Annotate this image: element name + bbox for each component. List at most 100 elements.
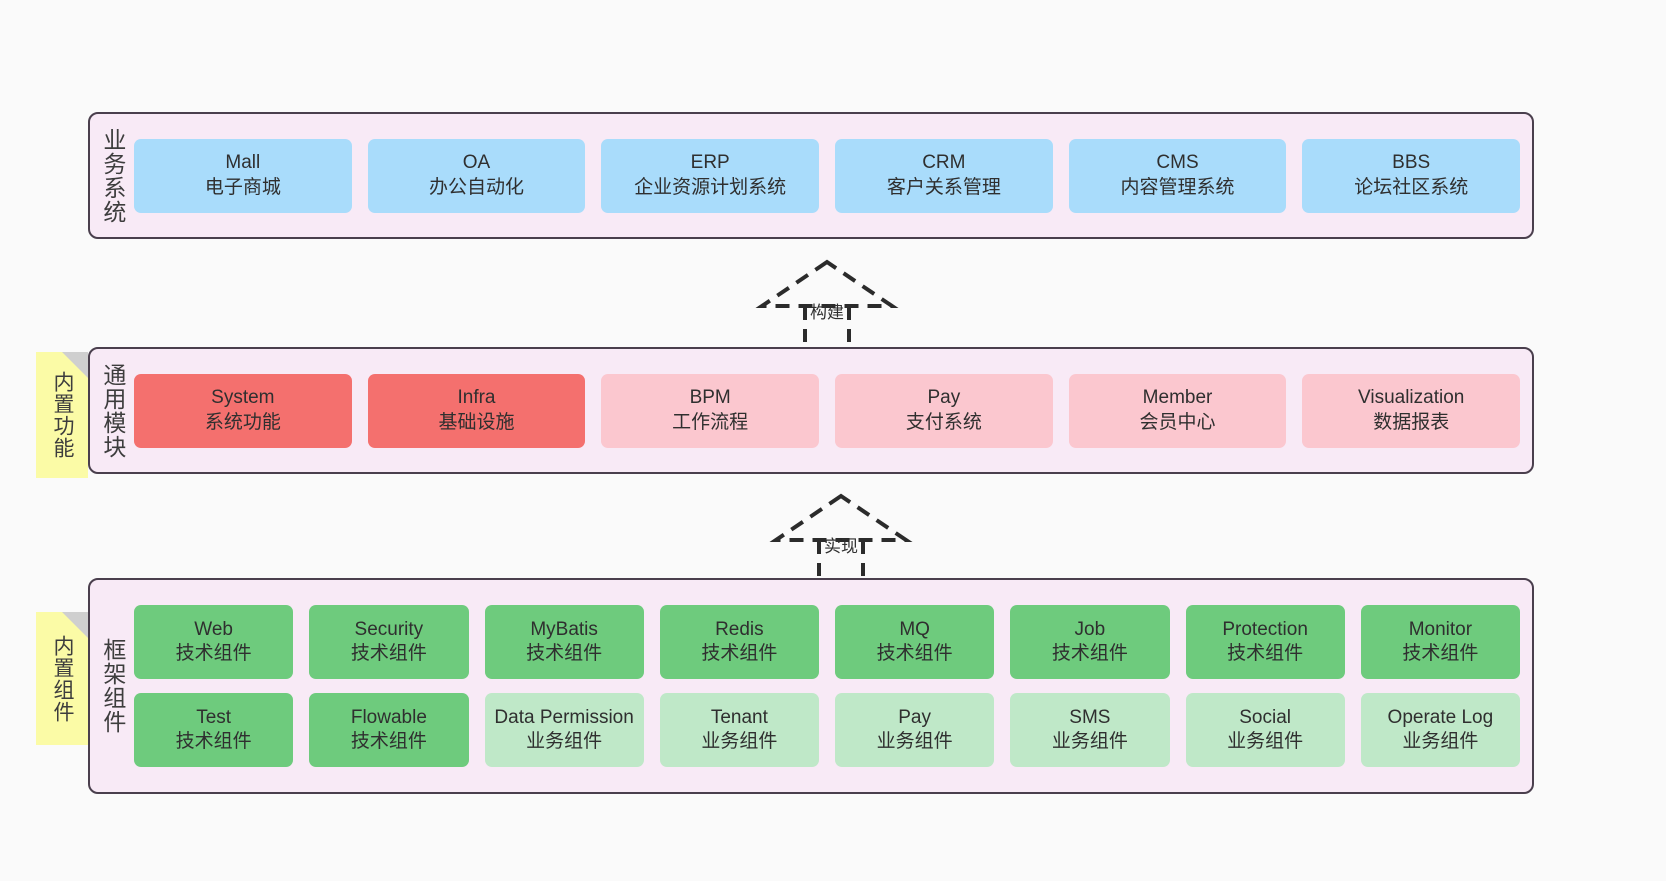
layer-business-system: 业务系统 Mall 电子商城 OA 办公自动化 ERP 企业资源计划系统 CRM… (88, 112, 1534, 239)
card-flowable[interactable]: Flowable 技术组件 (309, 693, 469, 767)
card-system[interactable]: System 系统功能 (134, 373, 352, 448)
card-bpm[interactable]: BPM 工作流程 (601, 373, 820, 448)
card-row-business: Test 技术组件 Flowable 技术组件 Data Permission … (134, 693, 1520, 767)
card-subtitle: 办公自动化 (429, 176, 525, 198)
card-title: Security (354, 618, 424, 640)
card-redis[interactable]: Redis 技术组件 (659, 605, 819, 679)
note-fold-corner (62, 352, 88, 378)
card-subtitle: 业务组件 (526, 731, 603, 752)
card-title: Redis (715, 618, 764, 640)
note-fold-corner (62, 612, 88, 638)
card-social[interactable]: Social 业务组件 (1185, 693, 1345, 767)
card-test[interactable]: Test 技术组件 (134, 693, 294, 767)
card-mq[interactable]: MQ 技术组件 (835, 605, 995, 679)
card-cms[interactable]: CMS 内容管理系统 (1068, 138, 1287, 213)
card-subtitle: 基础设施 (438, 411, 515, 433)
card-title: Test (196, 706, 232, 728)
card-title: OA (462, 152, 491, 174)
card-member[interactable]: Member 会员中心 (1068, 373, 1287, 448)
card-title: BPM (689, 387, 731, 409)
card-tenant[interactable]: Tenant 业务组件 (659, 693, 819, 767)
card-job[interactable]: Job 技术组件 (1010, 605, 1170, 679)
card-title: Member (1142, 387, 1213, 409)
card-subtitle: 客户关系管理 (886, 176, 1001, 198)
card-protection[interactable]: Protection 技术组件 (1185, 605, 1345, 679)
card-erp[interactable]: ERP 企业资源计划系统 (601, 138, 820, 213)
card-title: Pay (898, 706, 931, 728)
card-subtitle: 技术组件 (175, 731, 252, 752)
layer-title-common-module: 通用模块 (99, 362, 126, 459)
sticky-note-label: 内置功能 (50, 371, 74, 459)
card-web[interactable]: Web 技术组件 (134, 605, 294, 679)
card-row: System 系统功能 Infra 基础设施 BPM 工作流程 Pay 支付系统… (134, 373, 1521, 448)
card-mybatis[interactable]: MyBatis 技术组件 (484, 605, 644, 679)
card-title: CRM (922, 152, 966, 174)
card-bbs[interactable]: BBS 论坛社区系统 (1302, 138, 1521, 213)
card-subtitle: 电子商城 (204, 176, 281, 198)
layer-title-framework-component: 框架组件 (99, 638, 126, 734)
card-subtitle: 技术组件 (526, 643, 603, 664)
card-oa[interactable]: OA 办公自动化 (367, 138, 586, 213)
arrow-head-triangle (755, 259, 899, 308)
card-subtitle: 技术组件 (175, 643, 252, 664)
sticky-note-builtin-component: 内置组件 (36, 612, 88, 745)
arrow-head-triangle (769, 493, 913, 542)
card-title: Job (1074, 618, 1106, 640)
card-title: Visualization (1358, 387, 1465, 409)
card-crm[interactable]: CRM 客户关系管理 (835, 138, 1053, 213)
card-data-permission[interactable]: Data Permission 业务组件 (484, 693, 644, 767)
card-infra[interactable]: Infra 基础设施 (367, 373, 586, 448)
card-subtitle: 业务组件 (1227, 731, 1304, 752)
connector-implement-label: 实现 (824, 537, 858, 556)
card-title: MyBatis (530, 618, 598, 640)
card-title: CMS (1156, 152, 1199, 174)
arrow-stem (817, 540, 865, 576)
card-group-common-module: System 系统功能 Infra 基础设施 BPM 工作流程 Pay 支付系统… (134, 349, 1532, 472)
card-sms[interactable]: SMS 业务组件 (1010, 693, 1170, 767)
card-title: Data Permission (494, 706, 634, 728)
card-mall[interactable]: Mall 电子商城 (134, 138, 352, 213)
card-title: MQ (899, 618, 930, 640)
card-title: ERP (690, 152, 730, 174)
layer-framework-component: 框架组件 Web 技术组件 Security 技术组件 MyBatis 技术组件… (88, 578, 1534, 794)
layer-common-module: 通用模块 System 系统功能 Infra 基础设施 BPM 工作流程 Pay… (88, 347, 1534, 474)
card-group-business-system: Mall 电子商城 OA 办公自动化 ERP 企业资源计划系统 CRM 客户关系… (134, 114, 1532, 237)
card-title: Mall (225, 152, 261, 174)
card-subtitle: 技术组件 (350, 643, 427, 664)
connector-implement: 实现 (766, 492, 926, 576)
card-pay-business[interactable]: Pay 业务组件 (835, 693, 995, 767)
card-title: Operate Log (1387, 706, 1494, 728)
card-row-technical: Web 技术组件 Security 技术组件 MyBatis 技术组件 Redi… (134, 605, 1520, 679)
card-subtitle: 技术组件 (1402, 643, 1479, 664)
card-subtitle: 内容管理系统 (1120, 176, 1235, 198)
card-title: Monitor (1408, 618, 1473, 640)
card-subtitle: 企业资源计划系统 (634, 176, 787, 198)
card-title: Web (194, 618, 233, 640)
card-subtitle: 技术组件 (1227, 643, 1304, 664)
card-security[interactable]: Security 技术组件 (309, 605, 469, 679)
card-title: Protection (1222, 618, 1308, 640)
layer-title-business-system: 业务系统 (99, 127, 126, 224)
card-subtitle: 论坛社区系统 (1354, 176, 1469, 198)
card-subtitle: 会员中心 (1139, 411, 1216, 433)
card-visualization[interactable]: Visualization 数据报表 (1302, 373, 1521, 448)
card-pay[interactable]: Pay 支付系统 (835, 373, 1053, 448)
card-subtitle: 业务组件 (876, 731, 953, 752)
card-group-framework-component: Web 技术组件 Security 技术组件 MyBatis 技术组件 Redi… (134, 580, 1532, 792)
connector-build: 构建 (752, 258, 912, 342)
card-title: BBS (1392, 152, 1431, 174)
card-title: System (211, 387, 275, 409)
card-subtitle: 技术组件 (701, 643, 778, 664)
card-subtitle: 技术组件 (350, 731, 427, 752)
card-subtitle: 技术组件 (1051, 643, 1128, 664)
card-subtitle: 系统功能 (204, 411, 281, 433)
card-subtitle: 支付系统 (905, 411, 982, 433)
card-title: Pay (927, 387, 961, 409)
card-title: Infra (457, 387, 496, 409)
sticky-note-builtin-function: 内置功能 (36, 352, 88, 478)
card-subtitle: 工作流程 (672, 411, 749, 433)
card-operate-log[interactable]: Operate Log 业务组件 (1360, 693, 1520, 767)
card-monitor[interactable]: Monitor 技术组件 (1360, 605, 1520, 679)
card-subtitle: 业务组件 (1051, 731, 1128, 752)
